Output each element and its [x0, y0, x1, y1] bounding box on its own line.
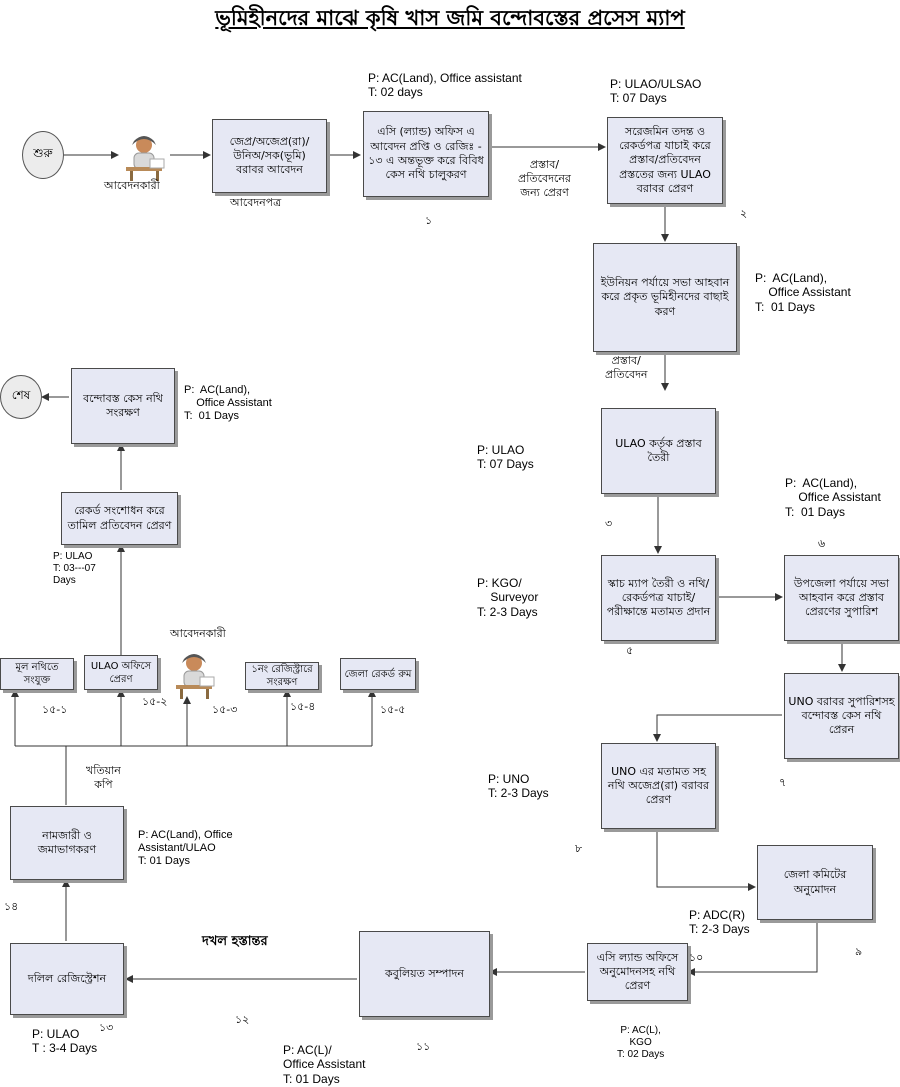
step-number: ১৫-১	[42, 703, 68, 716]
note-uno: P: UNO T: 2-3 Days	[488, 772, 549, 801]
step-number: ১৩	[99, 1021, 114, 1034]
box-district-record: জেলা রেকর্ড রুম	[340, 658, 416, 690]
label-proposal-report-2: প্রস্তাব/ প্রতিবেদন	[605, 354, 648, 381]
box-uno-opinion: UNO এর মতামত সহ নথি অজেপ্র(রা) বরাবর প্র…	[601, 743, 716, 829]
note-ac-office: P: AC(Land), Office assistant T: 02 days	[368, 71, 522, 100]
note-ulao: P: ULAO T: 07 Days	[477, 443, 534, 472]
box-uno-send: UNO বরাবর সুপারিশসহ বন্দোবস্ত কেস নথি প্…	[784, 673, 899, 759]
box-apply: জেপ্র/অজেপ্র(রা)/ উনিঅ/সক(ভূমি) বরাবর আব…	[212, 119, 327, 193]
note-mutation: P: AC(Land), Office Assistant/ULAO T: 01…	[138, 829, 233, 868]
label-proposal-report-1: প্রস্তাব/ প্রতিবেদনের জন্য প্রেরণ	[518, 158, 571, 199]
label-application-form: আবেদনপত্র	[230, 196, 282, 209]
step-number: ১২	[235, 1013, 250, 1026]
label-possession: দখল হস্তান্তর	[202, 934, 268, 949]
box-district-committee: জেলা কমিটের অনুমোদন	[757, 845, 873, 920]
box-case-preserve: বন্দোবস্ত কেস নথি সংরক্ষণ	[71, 368, 175, 444]
box-main-file: মূল নথিতে সংযুক্ত	[0, 658, 74, 690]
box-ulao-proposal: ULAO কর্তৃক প্রস্তাব তৈরী	[601, 408, 716, 494]
note-upazila: P: AC(Land), Office Assistant T: 01 Days	[785, 476, 881, 519]
step-number: ২	[740, 207, 748, 220]
step-number: ৩	[605, 517, 613, 530]
step-number: ১০	[689, 951, 704, 964]
note-kabuliyat: P: AC(L)/ Office Assistant T: 01 Days	[283, 1043, 366, 1086]
note-preserve: P: AC(Land), Office Assistant T: 01 Days	[184, 384, 272, 423]
box-union-meeting: ইউনিয়ন পর্যায়ে সভা আহবান করে প্রকৃত ভূ…	[593, 243, 737, 352]
box-ac-approval: এসি ল্যান্ড অফিসে অনুমোদনসহ নথি প্রেরণ	[587, 943, 688, 1001]
note-union: P: AC(Land), Office Assistant T: 01 Days	[755, 271, 851, 314]
box-field-check: সরেজমিন তদন্ত ও রেকর্ডপত্র যাচাই করে প্র…	[607, 117, 723, 204]
applicant-label-2: আবেদনকারী	[170, 627, 226, 640]
step-number: ৬	[818, 537, 826, 550]
step-number: ১৫-২	[142, 695, 168, 708]
page-title: ভূমিহীনদের মাঝে কৃষি খাস জমি বন্দোবস্তের…	[215, 6, 685, 30]
applicant-person-icon-2	[176, 654, 215, 699]
box-ac-office: এসি (ল্যান্ড) অফিস এ আবেদন প্রপ্তি ও রেজ…	[363, 111, 489, 197]
box-deed-registration: দলিল রেজিস্ট্রেশন	[10, 943, 124, 1015]
box-ulao-office: ULAO অফিসে প্রেরণ	[84, 655, 158, 690]
note-field-check: P: ULAO/ULSAO T: 07 Days	[610, 77, 702, 106]
note-kgo: P: KGO/ Surveyor T: 2-3 Days	[477, 576, 539, 619]
note-kgo2: P: AC(L), KGO T: 02 Days	[617, 1025, 665, 1060]
box-mutation: নামজারী ও জমাভাগকরণ	[10, 806, 124, 880]
end-node: শেষ	[0, 375, 42, 419]
box-upazila-meeting: উপজেলা পর্যায়ে সভা আহবান করে প্রস্তাব প…	[784, 555, 899, 641]
note-record: P: ULAO T: 03---07 Days	[53, 551, 96, 586]
box-record-correction: রেকর্ড সংশোধন করে তামিল প্রতিবেদন প্রেরণ	[61, 492, 178, 545]
step-number: ৯	[855, 945, 863, 958]
step-number: ১৪	[4, 900, 19, 913]
box-register1: ১নং রেজিস্ট্রারে সংরক্ষণ	[245, 662, 319, 690]
applicant-person-icon	[126, 136, 165, 181]
step-number: ১৫-৩	[212, 703, 238, 716]
step-number: ১	[425, 214, 433, 227]
label-khatian: খতিয়ান কপি	[86, 764, 121, 791]
box-sketch-map: স্কাচ ম্যাপ তৈরী ও নথি/রেকর্ডপত্র যাচাই/…	[601, 555, 716, 641]
step-number: ৮	[575, 842, 583, 855]
step-number: ৫	[626, 644, 634, 657]
step-number: ১৫-৪	[290, 700, 316, 713]
start-node: শুরু	[22, 131, 64, 179]
box-kabuliyat: কবুলিয়ত সম্পাদন	[359, 931, 490, 1017]
note-adc: P: ADC(R) T: 2-3 Days	[689, 908, 750, 937]
step-number: ১৫-৫	[380, 703, 406, 716]
step-number: ৭	[779, 776, 787, 789]
note-deed: P: ULAO T : 3-4 Days	[32, 1027, 98, 1056]
step-number: ১১	[416, 1040, 431, 1053]
applicant-label: আবেদনকারী	[104, 179, 160, 192]
